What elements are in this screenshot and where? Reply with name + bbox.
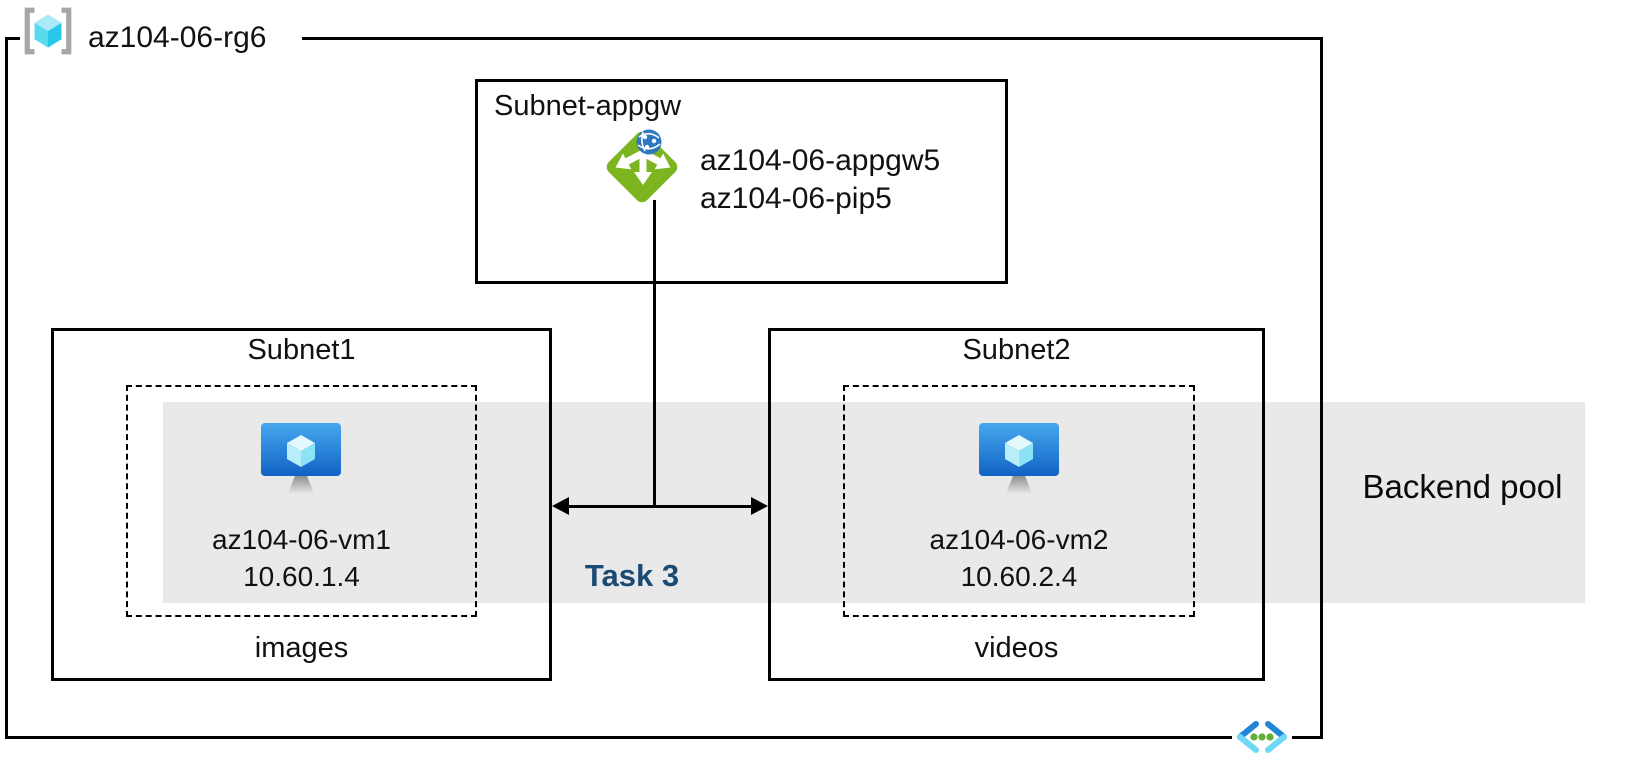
appgw-name-label: az104-06-appgw5 — [700, 144, 941, 177]
backend-pool-band — [163, 402, 1585, 603]
subnet1-box — [51, 328, 552, 681]
right-arrowhead-icon — [751, 497, 768, 515]
backend-pool-label: Backend pool — [1362, 468, 1563, 505]
connector-vertical-line — [653, 200, 656, 508]
task-label: Task 3 — [584, 558, 680, 593]
subnet1-caption: images — [254, 632, 349, 664]
virtual-network-icon — [1232, 717, 1292, 757]
appgw-subnet-box — [475, 79, 1008, 284]
subnet1-title: Subnet1 — [247, 334, 356, 366]
resource-group-label: az104-06-rg6 — [88, 21, 267, 54]
vm1-name-label: az104-06-vm1 — [212, 524, 391, 555]
rg-border-top — [302, 37, 1323, 40]
subnet2-title: Subnet2 — [962, 334, 1071, 366]
vm2-dashed-box — [843, 385, 1195, 617]
subnet2-caption: videos — [974, 632, 1059, 664]
rg-border-left — [5, 37, 8, 739]
virtual-machine-icon — [979, 423, 1059, 502]
left-arrowhead-icon — [552, 497, 569, 515]
pip-name-label: az104-06-pip5 — [700, 182, 892, 215]
vm1-ip-label: 10.60.1.4 — [243, 561, 360, 592]
virtual-machine-icon — [261, 423, 341, 502]
rg-border-top-left-stub — [5, 37, 20, 40]
connector-horizontal-arrow — [566, 505, 758, 508]
rg-border-right — [1320, 37, 1323, 739]
resource-group-icon — [20, 6, 76, 61]
vm2-ip-label: 10.60.2.4 — [960, 561, 1078, 592]
rg-border-bottom — [5, 736, 1323, 739]
vm1-dashed-box — [126, 385, 477, 617]
application-gateway-icon — [604, 127, 682, 212]
appgw-subnet-title: Subnet-appgw — [494, 90, 682, 122]
vm2-name-label: az104-06-vm2 — [929, 524, 1109, 555]
subnet2-box — [768, 328, 1265, 681]
